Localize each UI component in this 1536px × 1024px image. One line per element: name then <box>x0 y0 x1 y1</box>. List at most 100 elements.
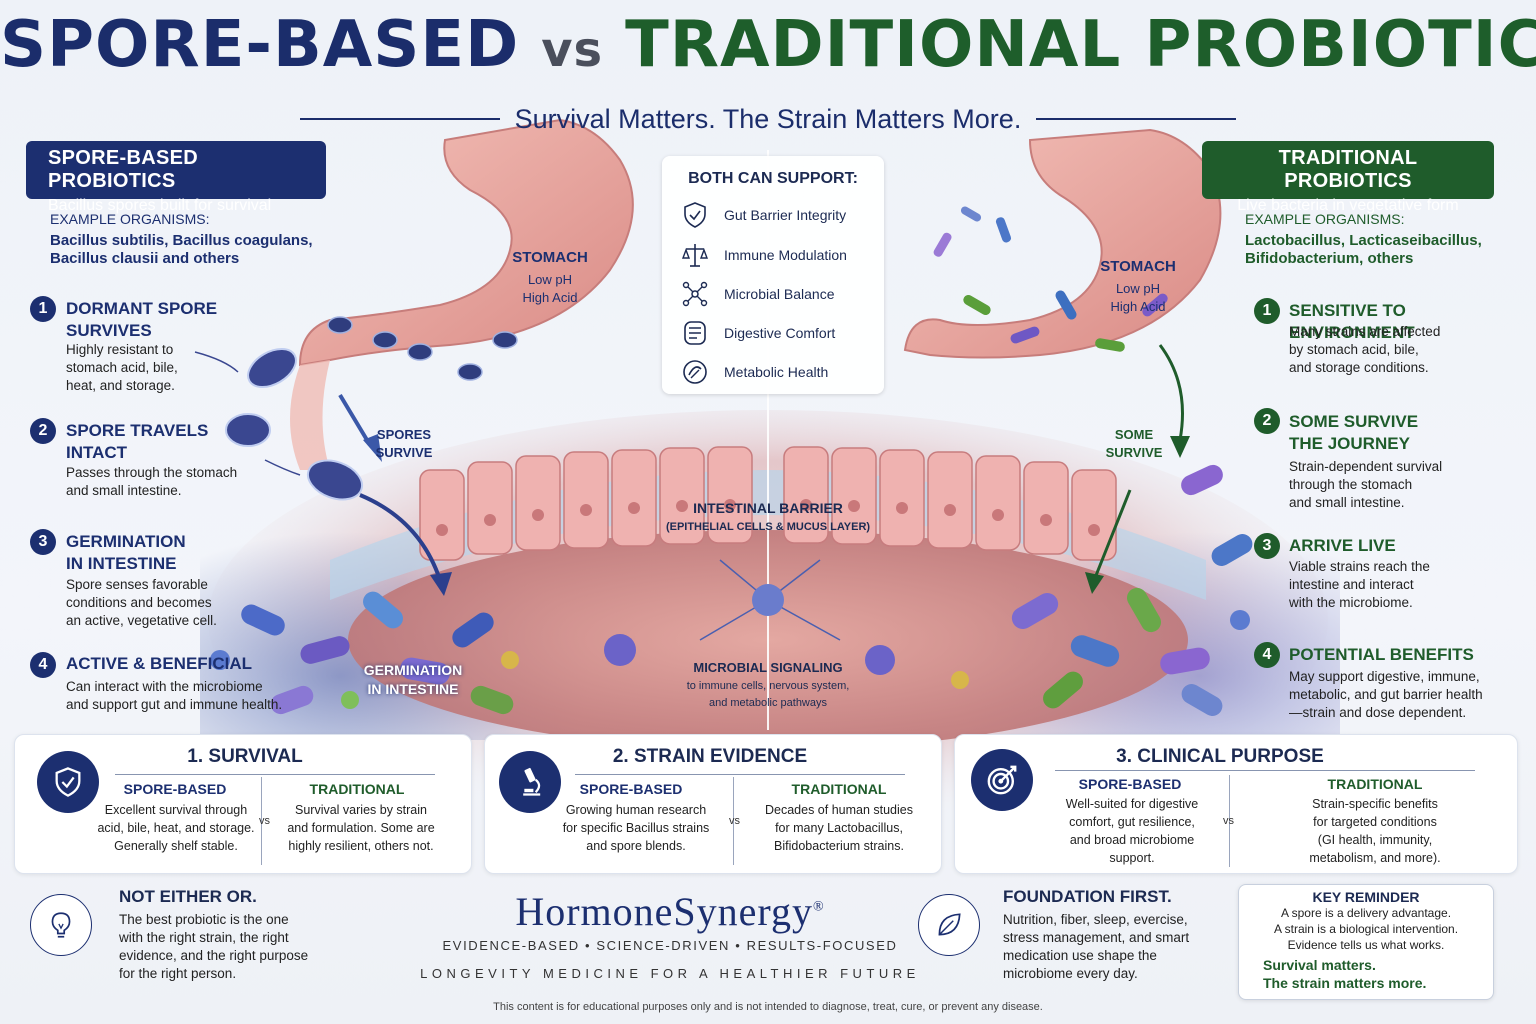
support-item-label: Microbial Balance <box>724 286 835 302</box>
panel-traditional-heading: TRADITIONAL <box>1327 776 1423 792</box>
intestinal-barrier-subtitle: (EPITHELIAL CELLS & MUCUS LAYER) <box>665 521 871 533</box>
traditional-header-subtitle: Live bacteria in vegetative form <box>1237 197 1459 214</box>
spore-step-2-number: 2 <box>30 418 56 444</box>
panel-vs: vs <box>259 815 270 827</box>
target-icon <box>971 749 1033 811</box>
right-stomach-label: STOMACH <box>1100 258 1176 275</box>
spore-based-header: SPORE-BASED PROBIOTICS Bacillus spores b… <box>26 141 326 214</box>
panel-vs: vs <box>1223 815 1234 827</box>
subtitle-rule-left <box>300 118 500 120</box>
support-item-metabolic: Metabolic Health <box>680 357 828 387</box>
main-title: SPORE-BASED vs TRADITIONAL PROBIOTICS <box>0 8 1536 82</box>
traditional-examples-label: EXAMPLE ORGANISMS: <box>1245 211 1405 227</box>
lightbulb-icon <box>30 894 92 956</box>
subtitle: Survival Matters. The Strain Matters Mor… <box>514 104 1022 134</box>
panel-rule <box>115 774 435 775</box>
scale-icon <box>681 244 709 267</box>
panel-traditional-heading: TRADITIONAL <box>309 781 405 797</box>
traditional-step-3-title: ARRIVE LIVE <box>1289 536 1396 555</box>
key-reminder-box: KEY REMINDER A spore is a delivery advan… <box>1238 884 1494 1000</box>
key-reminder-title: KEY REMINDER <box>1312 889 1420 905</box>
support-item-microbial-balance: Microbial Balance <box>680 279 835 309</box>
traditional-step-3-number: 3 <box>1254 533 1280 559</box>
panel-title: 3. CLINICAL PURPOSE <box>1116 746 1324 767</box>
title-vs: vs <box>541 22 604 78</box>
metabolism-icon <box>683 360 707 384</box>
panel-strain-evidence: 2. STRAIN EVIDENCE SPORE-BASED Growing h… <box>484 734 942 874</box>
title-spore-based: SPORE-BASED <box>0 8 520 82</box>
intestine-icon <box>684 321 706 345</box>
key-reminder-line: Evidence tells us what works. <box>1287 938 1445 952</box>
traditional-examples-line1: Lactobacillus, Lacticaseibacillus, <box>1245 232 1482 249</box>
spore-step-1-number: 1 <box>30 296 56 322</box>
microscope-icon <box>499 751 561 813</box>
title-traditional: TRADITIONAL PROBIOTICS <box>625 8 1536 82</box>
key-reminder-strain: The strain matters more. <box>1263 975 1427 991</box>
network-icon <box>682 281 708 307</box>
panel-vs: vs <box>729 815 740 827</box>
panel-spore-heading: SPORE-BASED <box>579 781 683 797</box>
support-item-label: Digestive Comfort <box>724 325 836 341</box>
spore-step-3-number: 3 <box>30 529 56 555</box>
foundation-first-title: FOUNDATION FIRST. <box>1003 887 1172 906</box>
left-stomach-label: STOMACH <box>512 249 588 266</box>
spore-examples-line1: Bacillus subtilis, Bacillus coagulans, <box>50 232 313 249</box>
panel-spore-heading: SPORE-BASED <box>1078 776 1182 792</box>
support-item-digestive: Digestive Comfort <box>680 318 835 348</box>
panel-title: 1. SURVIVAL <box>187 746 303 767</box>
panel-divider <box>733 777 734 865</box>
traditional-step-4-number: 4 <box>1254 642 1280 668</box>
leaf-icon <box>918 894 980 956</box>
traditional-step-4-desc: May support digestive, immune,metabolic,… <box>1289 669 1483 720</box>
spore-examples-label: EXAMPLE ORGANISMS: <box>50 211 210 227</box>
support-item-label: Metabolic Health <box>724 364 829 380</box>
foundation-first-text: Nutrition, fiber, sleep, evercise,stress… <box>1003 912 1190 981</box>
microbial-signaling-desc: to immune cells, nervous system,and meta… <box>686 680 850 709</box>
shield-check-icon <box>37 751 99 813</box>
both-can-support-box: BOTH CAN SUPPORT: Gut Barrier Integrity … <box>662 156 884 394</box>
disclaimer: This content is for educational purposes… <box>493 1001 1043 1013</box>
brand-logo: HormoneSynergy® <box>515 889 825 934</box>
traditional-examples-line2: Bifidobacterium, others <box>1245 250 1414 267</box>
traditional-step-4-title: POTENTIAL BENEFITS <box>1289 645 1474 664</box>
traditional-header: TRADITIONAL PROBIOTICS Live bacteria in … <box>1202 141 1494 214</box>
spore-examples-line2: Bacillus clausii and others <box>50 250 240 267</box>
panel-title: 2. STRAIN EVIDENCE <box>612 746 808 767</box>
panel-rule <box>1055 770 1475 771</box>
spore-based-header-subtitle: Bacillus spores built for survival <box>48 197 272 214</box>
both-can-support-title: BOTH CAN SUPPORT: <box>688 170 858 187</box>
traditional-step-2-number: 2 <box>1254 408 1280 434</box>
brand-tagline: EVIDENCE-BASED • SCIENCE-DRIVEN • RESULT… <box>442 938 898 953</box>
shield-icon <box>684 202 706 228</box>
key-reminder-line: A strain is a biological intervention. <box>1273 922 1459 936</box>
support-item-gut-barrier: Gut Barrier Integrity <box>680 200 846 230</box>
support-item-immune: Immune Modulation <box>680 240 847 270</box>
support-item-label: Gut Barrier Integrity <box>724 207 847 223</box>
traditional-header-title: TRADITIONAL PROBIOTICS <box>1278 147 1418 192</box>
not-either-or-title: NOT EITHER OR. <box>119 887 257 906</box>
panel-divider <box>261 777 262 865</box>
microbial-signaling-title: MICROBIAL SIGNALING <box>693 660 843 675</box>
support-item-label: Immune Modulation <box>724 247 847 263</box>
